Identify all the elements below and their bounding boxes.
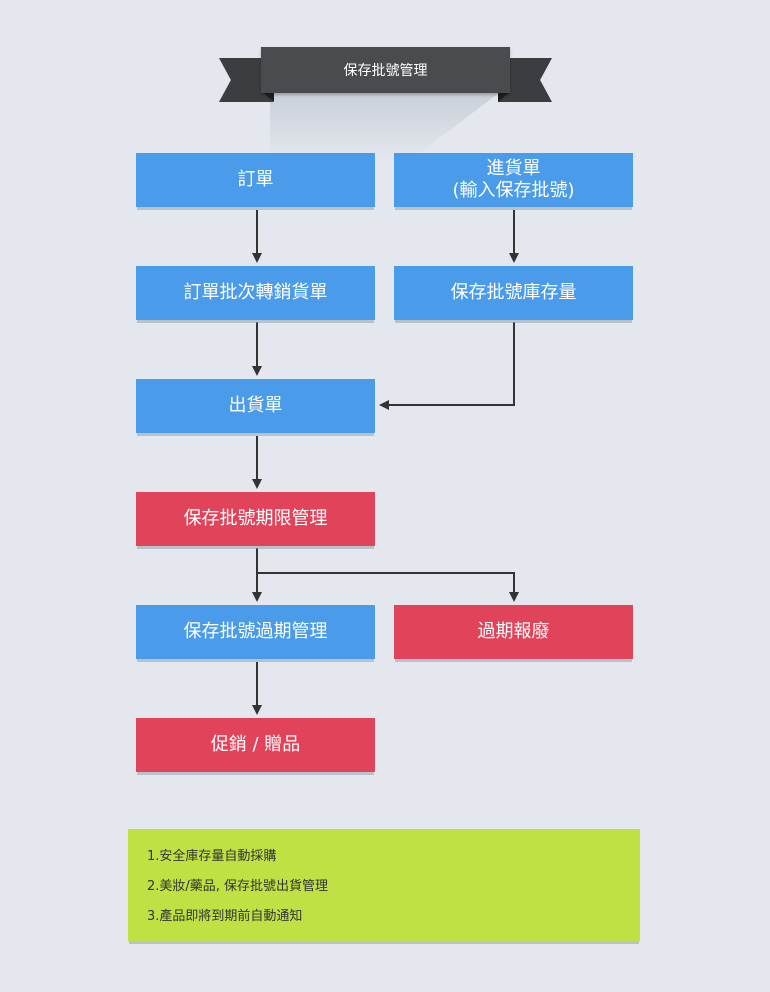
box-overdue-mgmt: 保存批號過期管理 (136, 605, 375, 659)
banner-fold-left (262, 92, 274, 102)
box-purchase-label-line2: (輸入保存批號) (452, 180, 575, 201)
box-purchase: 進貨單 (輸入保存批號) (394, 153, 633, 207)
box-scrap-label: 過期報廢 (477, 620, 550, 642)
box-order-batch: 訂單批次轉銷貨單 (136, 266, 375, 320)
banner-title: 保存批號管理 (261, 47, 510, 93)
box-scrap: 過期報廢 (394, 605, 633, 659)
arrow-stock-to-shipping (379, 322, 515, 410)
box-expiry-mgmt-label: 保存批號期限管理 (183, 507, 328, 529)
box-order: 訂單 (136, 153, 375, 207)
note-item: 3.產品即將到期前自動通知 (147, 909, 303, 924)
arrow-expiry-to-scrap (257, 572, 519, 602)
box-promo-label: 促銷 / 贈品 (210, 733, 301, 755)
notes-panel: 1.安全庫存量自動採購 2.美妝/藥品, 保存批號出貨管理 3.產品即將到期前自… (128, 829, 640, 941)
box-promo: 促銷 / 贈品 (136, 718, 375, 772)
box-order-label: 訂單 (237, 168, 274, 190)
box-shipping: 出貨單 (136, 379, 375, 433)
banner-fold-right (498, 92, 510, 102)
box-batch-stock: 保存批號庫存量 (394, 266, 633, 320)
box-expiry-mgmt: 保存批號期限管理 (136, 492, 375, 546)
box-order-batch-label: 訂單批次轉銷貨單 (183, 281, 328, 303)
box-shipping-label: 出貨單 (228, 394, 283, 416)
box-overdue-mgmt-label: 保存批號過期管理 (183, 620, 328, 642)
note-item: 2.美妝/藥品, 保存批號出貨管理 (147, 879, 329, 894)
note-item: 1.安全庫存量自動採購 (147, 849, 277, 864)
box-purchase-label-line1: 進貨單 (486, 157, 541, 179)
box-batch-stock-label: 保存批號庫存量 (450, 281, 577, 303)
